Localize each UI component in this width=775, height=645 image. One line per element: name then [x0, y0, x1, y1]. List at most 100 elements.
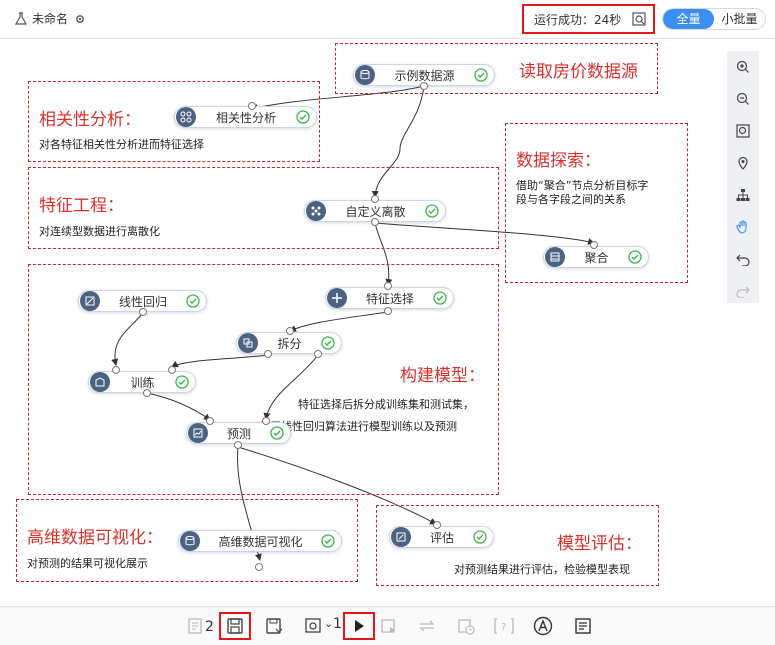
top-bar: 未命名 运行成功：24秒 全量 小批量 [0, 0, 775, 39]
node-label: 相关性分析 [215, 110, 276, 125]
node-train[interactable]: 训练 [88, 371, 196, 393]
input-port[interactable] [590, 241, 598, 249]
node-label: 线性回归 [118, 294, 167, 309]
workflow-canvas[interactable]: 读取房价数据源 相关性分析： 对各特征相关性分析进而特征选择 数据探索： 借助“… [0, 39, 775, 606]
node-label: 聚合 [584, 250, 609, 265]
region-explore: 数据探索： 借助“聚合”节点分析目标字 段与各字段之间的关系 [505, 123, 688, 283]
node-label: 评估 [429, 530, 454, 545]
save-icon[interactable] [219, 612, 251, 640]
run-settings-icon[interactable] [302, 615, 326, 637]
database-icon [180, 531, 200, 551]
history-count-badge: 2 [205, 619, 214, 635]
region-evaluate: 模型评估： 对预测结果进行评估，检验模型表现 [376, 505, 659, 586]
region-read-title: 读取房价数据源 [519, 62, 638, 82]
fit-view-icon[interactable] [727, 115, 759, 147]
toggle-full[interactable]: 全量 [663, 9, 714, 29]
region-read-source: 读取房价数据源 [335, 43, 658, 94]
undo-icon[interactable] [727, 243, 759, 275]
zoom-in-icon[interactable] [727, 51, 759, 83]
node-evaluate[interactable]: 评估 [389, 526, 494, 548]
run-from-node-icon[interactable] [377, 615, 401, 637]
input-port-1[interactable] [206, 417, 214, 425]
layout-tree-icon[interactable] [727, 179, 759, 211]
svg-text:?: ? [501, 622, 506, 633]
node-label: 高维数据可视化 [218, 534, 303, 549]
correlation-icon [176, 107, 196, 127]
workflow-title[interactable]: 未命名 [32, 12, 69, 26]
pan-hand-icon[interactable] [727, 211, 759, 243]
region-feature-desc: 对连续型数据进行离散化 [39, 225, 160, 238]
node-hd-viz[interactable]: 高维数据可视化 [178, 530, 342, 552]
help-bracket-icon[interactable]: ? [492, 615, 516, 637]
bottom-toolbar: 2 ⌄ 1 ? [0, 606, 775, 645]
input-port-2[interactable] [262, 417, 270, 425]
node-discretize[interactable]: 自定义离散 [304, 200, 446, 222]
input-port[interactable] [255, 563, 263, 571]
node-aggregate[interactable]: 聚合 [543, 246, 649, 268]
region-build-model: 构建模型： 特征选择后拆分成训练集和测试集， 使用线性回归算法进行模型训练以及预… [28, 264, 499, 495]
success-check-icon [296, 110, 310, 124]
node-sample-source[interactable]: 示例数据源 [353, 64, 495, 86]
run-status-text: 运行成功：24秒 [534, 12, 622, 27]
region-feature-eng: 特征工程： 对连续型数据进行离散化 [28, 167, 499, 249]
notes-icon[interactable] [571, 615, 595, 637]
input-port[interactable] [384, 282, 392, 290]
region-viz-desc: 对预测的结果可视化展示 [27, 557, 148, 570]
redo-icon[interactable] [727, 275, 759, 307]
run-mode-toggle[interactable]: 全量 小批量 [662, 8, 766, 30]
discretize-icon [306, 201, 326, 221]
feature-select-icon [327, 288, 347, 308]
evaluate-icon [391, 527, 411, 547]
schedule-icon[interactable] [454, 615, 478, 637]
region-explore-desc-2: 段与各字段之间的关系 [516, 193, 626, 206]
run-log-icon[interactable] [631, 11, 647, 27]
output-port-2[interactable] [314, 350, 322, 358]
toggle-small-batch[interactable]: 小批量 [721, 12, 758, 26]
annotation-icon[interactable] [531, 615, 555, 637]
flask-icon [14, 11, 28, 25]
regression-icon [80, 291, 100, 311]
run-history-icon[interactable] [184, 615, 208, 637]
workflow-title-area: 未命名 [14, 10, 86, 27]
success-check-icon [628, 250, 642, 264]
locate-icon[interactable] [727, 147, 759, 179]
region-model-desc-1: 特征选择后拆分成训练集和测试集， [298, 398, 474, 411]
region-correlation: 相关性分析： 对各特征相关性分析进而特征选择 [28, 81, 320, 162]
output-port[interactable] [420, 82, 428, 90]
input-port[interactable] [248, 102, 256, 110]
node-label: 示例数据源 [394, 68, 455, 83]
region-eval-desc: 对预测结果进行评估，检验模型表现 [454, 563, 630, 576]
chevron-down-icon[interactable]: ⌄ [324, 617, 334, 630]
region-hd-viz: 高维数据可视化： 对预测的结果可视化展示 [16, 499, 358, 582]
node-feature-select[interactable]: 特征选择 [325, 287, 454, 309]
database-icon [355, 65, 375, 85]
success-check-icon [186, 294, 200, 308]
output-port[interactable] [371, 218, 379, 226]
input-port[interactable] [433, 521, 441, 529]
output-port[interactable] [234, 441, 242, 449]
gear-icon[interactable] [74, 13, 86, 25]
output-port[interactable] [143, 389, 151, 397]
node-label: 自定义离散 [345, 204, 406, 219]
input-port-1[interactable] [112, 366, 120, 374]
output-port[interactable] [384, 307, 392, 315]
save-as-icon[interactable] [262, 615, 286, 637]
node-correlation[interactable]: 相关性分析 [174, 106, 317, 128]
output-port[interactable] [139, 308, 147, 316]
node-linear-regression[interactable]: 线性回归 [78, 290, 207, 312]
output-port-1[interactable] [264, 350, 272, 358]
success-check-icon [321, 336, 335, 350]
node-split[interactable]: 拆分 [236, 332, 342, 354]
predict-icon [188, 423, 208, 443]
success-check-icon [270, 426, 284, 440]
region-model-title: 构建模型： [400, 366, 485, 386]
region-explore-desc-1: 借助“聚合”节点分析目标字 [516, 179, 649, 192]
run-play-icon[interactable] [343, 612, 375, 640]
region-corr-title: 相关性分析： [39, 110, 141, 130]
input-port[interactable] [371, 195, 379, 203]
success-check-icon [321, 534, 335, 548]
sync-icon[interactable] [415, 615, 439, 637]
zoom-out-icon[interactable] [727, 83, 759, 115]
input-port-2[interactable] [168, 366, 176, 374]
input-port[interactable] [286, 327, 294, 335]
